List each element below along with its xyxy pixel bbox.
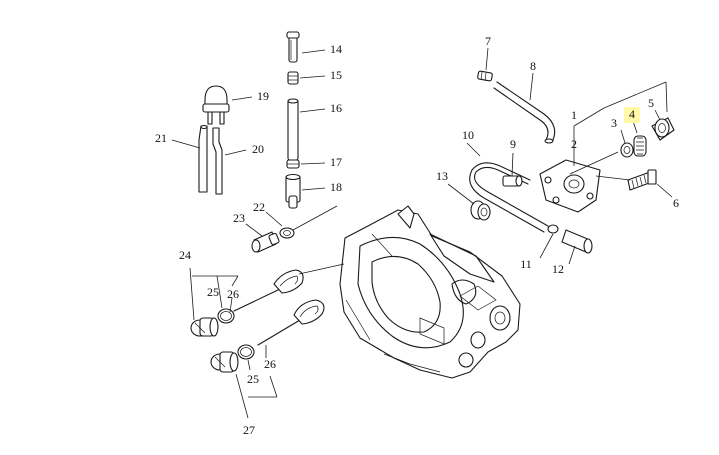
hose-8[interactable]	[493, 81, 556, 144]
tube-14[interactable]	[286, 31, 300, 63]
callout-22: 22	[253, 200, 265, 214]
crankcase-housing[interactable]	[339, 205, 521, 379]
callout-3: 3	[611, 116, 617, 130]
callout-25-upper: 25	[207, 285, 219, 299]
callout-5: 5	[648, 96, 654, 110]
bolt-6[interactable]	[627, 169, 657, 191]
callout-11: 11	[520, 257, 532, 271]
callout-2: 2	[571, 137, 577, 151]
callout-16: 16	[330, 101, 342, 115]
tube-16[interactable]	[287, 98, 299, 161]
pipe-21[interactable]	[198, 124, 208, 193]
nozzle-23[interactable]	[251, 231, 280, 253]
callout-14: 14	[330, 42, 342, 56]
pipe-20[interactable]	[212, 127, 223, 195]
callout-4: 4	[629, 107, 635, 121]
callout-27: 27	[243, 423, 255, 437]
nozzle-12[interactable]	[561, 229, 593, 254]
ring-17[interactable]	[286, 159, 300, 169]
spring-4[interactable]	[633, 135, 647, 157]
callout-18: 18	[330, 180, 342, 194]
nipple-15[interactable]	[287, 71, 299, 85]
callout-19: 19	[257, 89, 269, 103]
highlight-box-4	[624, 107, 640, 123]
fitting-9[interactable]	[502, 175, 523, 187]
callout-23: 23	[233, 211, 245, 225]
valve-body-2[interactable]	[539, 159, 601, 213]
ring-22[interactable]	[279, 227, 295, 239]
hose-10[interactable]	[469, 162, 549, 233]
callout-13: 13	[436, 169, 448, 183]
o-ring-25-lower[interactable]	[237, 344, 255, 360]
primer-bulb-19[interactable]	[202, 85, 230, 125]
dipstick-26-lower[interactable]	[257, 299, 325, 346]
callout-24: 24	[179, 248, 191, 262]
callout-20: 20	[252, 142, 264, 156]
cap-5[interactable]	[651, 117, 675, 141]
clamp-11[interactable]	[547, 224, 559, 234]
leader-lines	[171, 47, 673, 419]
callout-26-lower: 26	[264, 357, 276, 371]
nipple-7[interactable]	[477, 70, 493, 82]
callout-17: 17	[330, 155, 342, 169]
oil-plug-27[interactable]	[210, 351, 239, 373]
oil-plug-24[interactable]	[190, 317, 219, 337]
cap-13[interactable]	[470, 200, 491, 221]
o-ring-25-upper[interactable]	[217, 308, 235, 324]
callout-10: 10	[462, 128, 474, 142]
callout-12: 12	[552, 262, 564, 276]
callout-7: 7	[485, 34, 491, 48]
callout-21: 21	[155, 131, 167, 145]
dipstick-26-upper[interactable]	[233, 269, 304, 312]
callout-1: 1	[571, 108, 577, 122]
fitting-18[interactable]	[285, 173, 301, 209]
callout-6: 6	[673, 196, 679, 210]
callout-15: 15	[330, 68, 342, 82]
callout-8: 8	[530, 59, 536, 73]
callout-25-lower: 25	[247, 372, 259, 386]
callout-26-upper: 26	[227, 287, 239, 301]
washer-3[interactable]	[620, 142, 634, 158]
callout-9: 9	[510, 137, 516, 151]
